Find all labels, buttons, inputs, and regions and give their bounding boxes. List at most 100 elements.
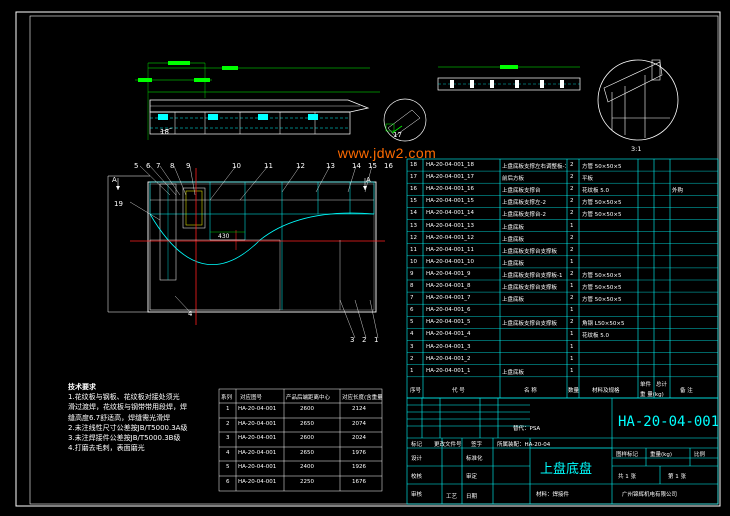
bom-cell: 2 xyxy=(570,234,574,241)
bom-cell: HA-20-04-001_5 xyxy=(426,319,471,326)
callout-number: 11 xyxy=(264,162,273,170)
size-table-cell: 1976 xyxy=(352,449,366,456)
assembly-ref: 所属装配：HA-20-04 xyxy=(497,442,551,448)
sheet-total: 共 1 张 xyxy=(618,474,636,480)
bom-cell: 2 xyxy=(570,210,574,217)
bom-cell: 2 xyxy=(410,355,414,362)
bom-cell: 1 xyxy=(410,367,414,374)
size-table-header: 对应长度(含重量) xyxy=(342,395,382,401)
size-table-cell: 2600 xyxy=(300,406,314,412)
size-table-cell: 1 xyxy=(226,406,230,412)
old-drawing-no: 替代：PSA xyxy=(513,426,541,432)
bom-cell: 1 xyxy=(570,307,574,314)
bom-cell: 1 xyxy=(570,258,574,265)
bom-cell: HA-20-04-001_6 xyxy=(426,307,471,314)
bom-cell: 平板 xyxy=(582,176,594,183)
label-audit: 审核 xyxy=(411,492,423,498)
bom-cell: 角钢 L50×50×5 xyxy=(582,321,625,328)
bom-cell: 2 xyxy=(570,186,574,193)
bom-cell: HA-20-04-001_7 xyxy=(426,295,471,302)
bom-cell: HA-20-04-001_9 xyxy=(426,270,471,277)
note-line: 2.未注线性尺寸公差按JB/T5000.3A级 xyxy=(68,423,188,432)
bom-cell: 上盘底板支撑台支撑板 xyxy=(502,285,558,291)
bom-header-cell: 代 号 xyxy=(452,388,465,394)
bom-cell: HA-20-04-001_14 xyxy=(426,210,474,217)
bom-cell: 2 xyxy=(570,295,574,302)
bom-cell: 18 xyxy=(410,162,417,168)
label-weight: 重量(kg) xyxy=(650,452,672,458)
bom-cell: 4 xyxy=(410,331,414,338)
bom-header-cell: 序号 xyxy=(410,388,422,394)
bom-cell: 15 xyxy=(410,198,417,205)
sheet-number: 第 1 张 xyxy=(668,474,686,480)
bom-cell: HA-20-04-001_15 xyxy=(426,198,474,205)
bom-header-sub: 重 量(kg) xyxy=(640,392,664,398)
bom-cell: HA-20-04-001_16 xyxy=(426,186,474,193)
callout-number: A xyxy=(366,176,371,184)
label-process: 工艺 xyxy=(446,494,458,500)
detail-scale-label: 3:1 xyxy=(631,145,641,153)
company-name: 广州锦辉机电有限公司 xyxy=(622,492,678,498)
label-design: 设计 xyxy=(411,456,423,462)
bom-cell: 7 xyxy=(410,295,414,302)
size-table-cell: 2600 xyxy=(300,435,314,441)
label-scale: 比例 xyxy=(694,452,706,458)
bom-cell: 2 xyxy=(570,319,574,326)
dim-label-430: 430 xyxy=(218,233,230,240)
callout-number: 4 xyxy=(188,310,193,318)
bom-cell: 方管 50×50×5 xyxy=(582,285,622,291)
note-line: 1.花纹板与钢板、花纹板对接处须光 xyxy=(68,393,180,402)
technical-notes: 技术要求 1.花纹板与钢板、花纹板对接处须光 滑过渡焊，花纹板与钢带带用段焊，焊… xyxy=(68,382,218,453)
bom-header-cell: 单件 xyxy=(640,382,652,388)
bom-cell: 12 xyxy=(410,234,417,241)
callout-number: 19 xyxy=(114,200,123,208)
size-table-cell: 2074 xyxy=(352,420,366,427)
bom-cell: 17 xyxy=(410,174,417,181)
bom-cell: 上盘底板 xyxy=(502,369,525,376)
bom-row-lines xyxy=(407,170,718,377)
callout-number: 5 xyxy=(134,162,139,170)
bom-header-cell: 名 称 xyxy=(524,388,537,394)
bom-cell: HA-20-04-001_3 xyxy=(426,343,471,350)
bom-cell: 上盘底板支撑台支撑板 xyxy=(502,321,558,328)
bom-cell: HA-20-04-001_10 xyxy=(426,258,474,265)
bom-cell: 方管 50×50×5 xyxy=(582,200,622,207)
callout-number: 18 xyxy=(160,128,169,136)
size-table-cell: 2124 xyxy=(352,406,366,412)
bom-cell: 1 xyxy=(570,331,574,338)
bom-cell: 外购 xyxy=(672,188,684,195)
bom-cell: 5 xyxy=(410,319,414,326)
bom-cell: HA-20-04-001_4 xyxy=(426,331,471,338)
label-mark: 标记 xyxy=(411,442,423,448)
callout-number: 1 xyxy=(374,336,379,344)
size-table-cell: 1926 xyxy=(352,464,366,470)
bom-cell: 上盘底板 xyxy=(502,260,525,267)
bom-cell: 花纹板 5.0 xyxy=(582,188,609,195)
bom-cell: 1 xyxy=(570,355,574,362)
bom-cell: 上盘底板 xyxy=(502,297,525,304)
callout-number: A xyxy=(112,176,117,184)
label-change: 更改文件号 xyxy=(434,442,462,448)
bom-cell: HA-20-04-001_13 xyxy=(426,222,474,229)
label-check: 校核 xyxy=(411,474,423,480)
callout-number: 12 xyxy=(296,162,305,170)
label-sign: 签字 xyxy=(471,442,483,448)
label-std: 标准化 xyxy=(466,456,483,462)
label-date: 日期 xyxy=(466,494,478,500)
bom-cell: HA-20-04-001_8 xyxy=(426,283,471,289)
size-table-cell: HA-20-04-001 xyxy=(238,464,277,470)
bom-cell: 上盘底板支撑台-2 xyxy=(502,212,546,219)
bom-cell: HA-20-04-001_18 xyxy=(426,162,474,168)
bom-cell: HA-20-04-001_11 xyxy=(426,246,474,253)
callout-number: 13 xyxy=(326,162,335,170)
size-table-cell: 5 xyxy=(226,464,230,470)
bom-header-cell: 备 注 xyxy=(680,388,693,394)
front-view: 430 xyxy=(107,165,385,339)
bom-cell: 上盘底板 xyxy=(502,224,525,231)
bom-cell: HA-20-04-001_17 xyxy=(426,174,474,181)
size-table-header: 对应图号 xyxy=(240,395,263,401)
notes-title: 技术要求 xyxy=(68,383,96,391)
bom-cell: 方管 50×50×5 xyxy=(582,212,622,219)
bom-cell: 2 xyxy=(570,270,574,277)
callout-number: 7 xyxy=(156,162,161,170)
